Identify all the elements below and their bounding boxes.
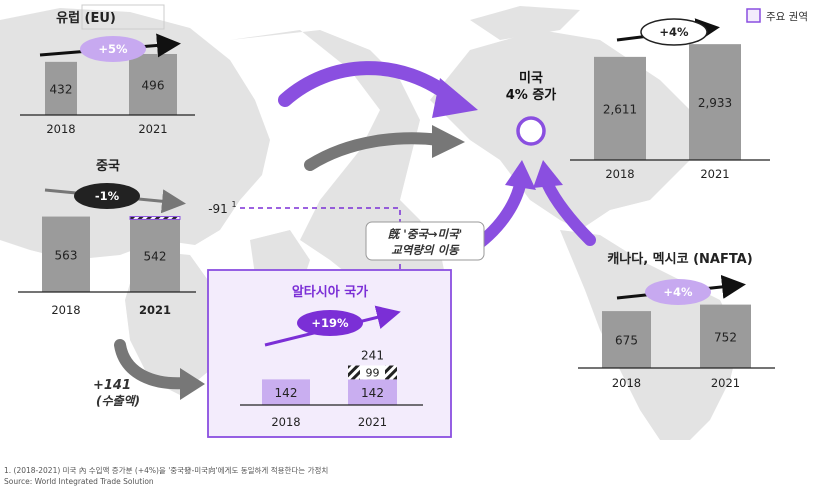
hatched-segment — [129, 216, 181, 220]
altasia-box — [207, 269, 452, 438]
year-label: 2021 — [358, 415, 387, 429]
shift-line-2: 교역량의 이동 — [391, 243, 460, 257]
growth-label: +19% — [311, 316, 349, 330]
us-subtitle: 4% 증가 — [506, 88, 557, 103]
growth-label: +4% — [663, 285, 693, 299]
chart-title: 중국 — [96, 159, 120, 174]
chart-title: 유럽 (EU) — [56, 11, 116, 26]
bar-value-label: 2,933 — [698, 96, 732, 110]
bar-2018 — [262, 379, 310, 405]
footnote: 1. (2018-2021) 미국 內 수입액 증가분 (+4%)을 '중국發-… — [4, 466, 329, 475]
year-label: 2021 — [700, 167, 729, 181]
chart-title: 캐나다, 멕시코 (NAFTA) — [607, 251, 752, 267]
year-label: 2018 — [46, 122, 75, 136]
export-arrowhead — [180, 368, 205, 400]
chart-eu: 유럽 (EU) 432 2018 496 2021 +5% — [20, 11, 195, 136]
export-arrow — [114, 339, 191, 390]
year-label: 2018 — [605, 167, 634, 181]
china-to-us-arrow — [304, 132, 446, 171]
trade-shift-label: 旣 '중국→미국' 교역량의 이동 — [365, 221, 485, 261]
year-label: 2018 — [51, 303, 80, 317]
bar-2021 — [129, 53, 177, 115]
bar-value-label: 496 — [142, 78, 165, 92]
shift-line-1: 旣 '중국→미국' — [388, 227, 463, 241]
bar-2018 — [602, 311, 651, 368]
hatched-segment-label: -91 — [208, 202, 228, 216]
year-label: 2021 — [711, 376, 740, 390]
growth-pill — [80, 36, 146, 62]
bar-2021 — [130, 219, 180, 292]
china-to-us-arrowhead — [432, 125, 465, 158]
growth-label: +4% — [659, 25, 689, 39]
bar-2021 — [689, 44, 741, 160]
eu-to-us-arrow — [278, 61, 462, 107]
bar-charts: 유럽 (EU) 432 2018 496 2021 +5% 중국 563 2018 542 2021… — [18, 4, 775, 429]
source-note: Source: World Integrated Trade Solution — [4, 477, 154, 486]
growth-pill — [297, 310, 363, 336]
legend-label: 주요 권역 — [766, 11, 808, 23]
nafta-to-us-arrow — [542, 179, 596, 246]
stacked-value-label: 99 — [366, 366, 380, 379]
bar-2018 — [45, 61, 77, 115]
export-label: +141 (수출액) — [93, 378, 140, 408]
shift-arrowhead — [505, 160, 536, 190]
export-caption: (수출액) — [96, 394, 140, 408]
year-label: 2018 — [612, 376, 641, 390]
bar-2021 — [348, 379, 397, 405]
flow-arrows — [114, 61, 596, 400]
legend-swatch — [746, 8, 761, 23]
chart-na: 캐나다, 멕시코 (NAFTA) 675 2018 752 2021 +4% — [578, 251, 775, 390]
bar-value-label: 142 — [361, 386, 384, 400]
growth-label: -1% — [95, 189, 120, 203]
eu-title-box — [81, 4, 165, 30]
bar-value-label: 142 — [275, 386, 298, 400]
bar-value-label: 675 — [615, 334, 638, 348]
year-label: 2018 — [271, 415, 300, 429]
bar-2021 — [700, 304, 751, 368]
legend: 주요 권역 — [746, 8, 808, 23]
us-title: 미국 — [519, 70, 543, 86]
total-label: 241 — [361, 349, 384, 363]
bar-2018 — [42, 216, 90, 292]
growth-pill — [74, 183, 140, 209]
us-marker: 미국 4% 증가 — [506, 70, 557, 146]
nafta-to-us-arrowhead — [533, 160, 563, 188]
eu-to-us-arrowhead — [432, 78, 478, 118]
year-label: 2021 — [138, 122, 167, 136]
bar-value-label: 563 — [55, 248, 78, 262]
chart-us: 2,611 2018 2,933 2021 +4% — [570, 18, 770, 181]
growth-pill — [645, 279, 711, 305]
bar-value-label: 2,611 — [603, 102, 637, 116]
bar-2018 — [594, 56, 646, 160]
stacked-label-bg — [360, 365, 385, 380]
footnote-marker: 1 — [231, 200, 236, 209]
chart-title: 알타시아 국가 — [292, 284, 368, 300]
growth-pill — [640, 18, 708, 46]
bar-value-label: 542 — [144, 250, 167, 264]
chart-alt: 알타시아 국가 142 2018 142 2021 99 241 +19% — [240, 284, 423, 429]
export-value: +141 — [93, 378, 131, 393]
bar-value-label: 432 — [50, 82, 73, 96]
bar-value-label: 752 — [714, 330, 737, 344]
year-label: 2021 — [139, 303, 171, 317]
growth-label: +5% — [98, 42, 128, 56]
